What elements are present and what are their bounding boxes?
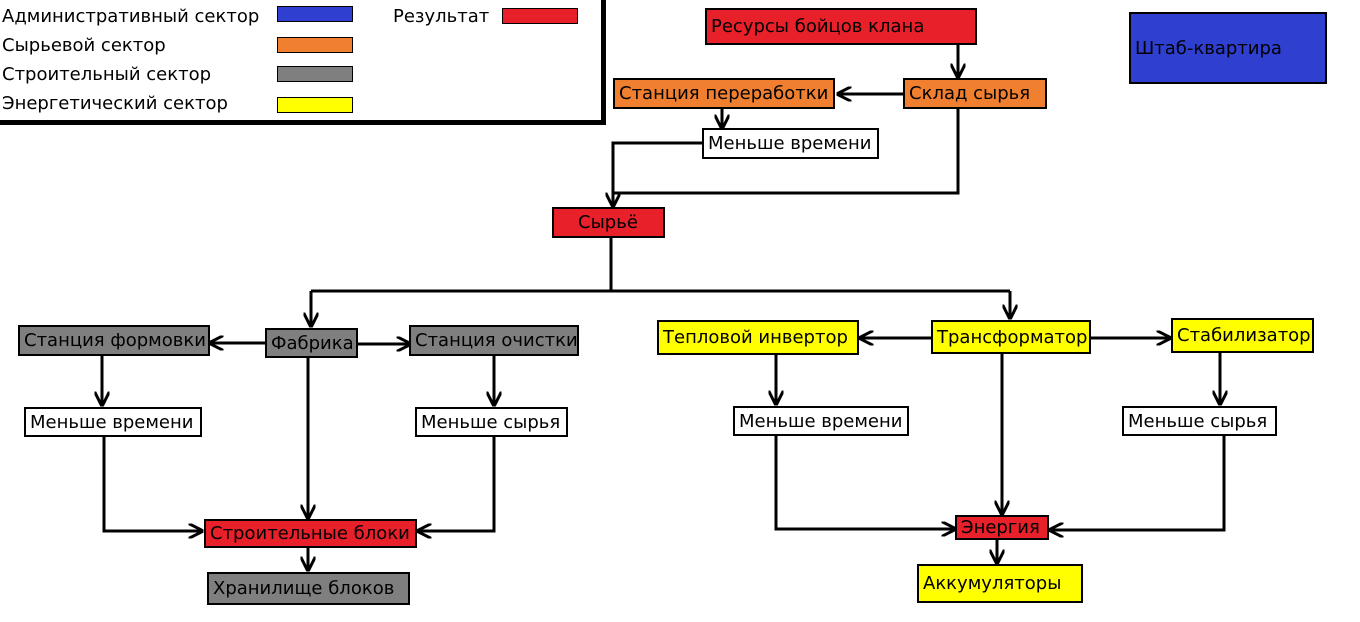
node-accumulators: Аккумуляторы [917,564,1083,603]
node-molding-station: Станция формовки [18,325,210,356]
node-raw-storage: Склад сырья [903,78,1047,109]
node-headquarters: Штаб-квартира [1129,12,1327,84]
node-less-raw-left: Меньше сырья [415,407,568,437]
legend-label-administrative: Административный сектор [2,6,260,27]
node-less-time-right: Меньше времени [733,406,909,436]
legend-label-construction: Строительный сектор [2,64,212,85]
node-heat-inverter: Тепловой инвертор [657,320,859,355]
legend-swatch-result [502,8,578,24]
legend-label-energy: Энергетический сектор [2,93,228,114]
node-raw-material: Сырьё [552,207,665,238]
legend-swatch-raw [277,37,353,53]
legend-label-result: Результат [393,6,490,27]
node-transformer: Трансформатор [931,320,1091,354]
node-factory: Фабрика [265,328,358,358]
node-processing-station: Станция переработки [613,78,835,109]
legend-swatch-energy [277,97,353,113]
legend: Административный сектор Сырьевой сектор … [0,0,606,125]
node-clan-resources: Ресурсы бойцов клана [705,8,977,45]
node-less-time-top: Меньше времени [702,128,879,159]
node-cleaning-station: Станция очистки [409,325,579,356]
node-energy: Энергия [955,515,1049,540]
node-less-time-left: Меньше времени [24,407,202,437]
node-stabilizer: Стабилизатор [1171,318,1314,353]
legend-swatch-administrative [277,6,353,22]
node-less-raw-right: Меньше сырья [1122,406,1277,436]
node-building-blocks: Строительные блоки [204,519,417,548]
legend-label-raw: Сырьевой сектор [2,35,166,56]
node-block-storage: Хранилище блоков [207,572,410,605]
legend-swatch-construction [277,66,353,82]
